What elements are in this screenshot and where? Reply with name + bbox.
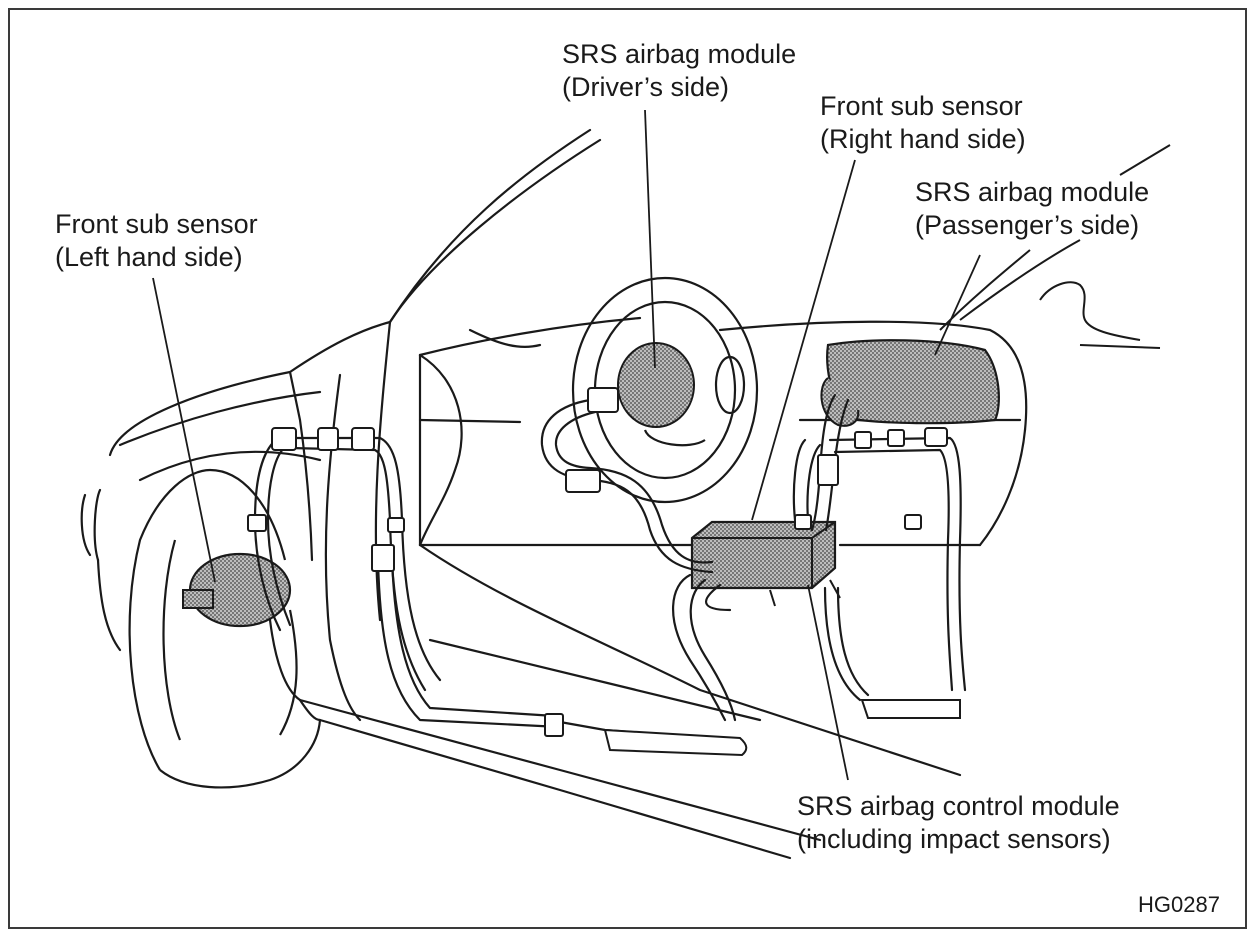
figure-frame	[8, 8, 1247, 929]
harness-connectors	[247, 387, 961, 757]
label-front-sub-sensor-right: Front sub sensor (Right hand side)	[820, 90, 1026, 156]
label-srs-control-module: SRS airbag control module (including imp…	[797, 790, 1120, 856]
label-passenger-line1: SRS airbag module	[915, 177, 1150, 207]
label-driver-line1: SRS airbag module	[562, 39, 797, 69]
label-front-right-line1: Front sub sensor	[820, 91, 1023, 121]
leader-lines	[152, 109, 981, 781]
label-front-right-line2: (Right hand side)	[820, 124, 1026, 154]
label-front-left-line2: (Left hand side)	[55, 242, 243, 272]
front-sub-sensor-left	[182, 552, 292, 628]
figure-code: HG0287	[1138, 892, 1220, 917]
label-driver-airbag-module: SRS airbag module (Driver’s side)	[562, 38, 796, 104]
label-passenger-line2: (Passenger’s side)	[915, 210, 1140, 240]
label-control-line2: (including impact sensors)	[797, 824, 1111, 854]
label-front-left-line1: Front sub sensor	[55, 209, 258, 239]
srs-control-module	[690, 520, 841, 607]
windshield-lines	[939, 144, 1171, 349]
label-passenger-airbag-module: SRS airbag module (Passenger’s side)	[915, 176, 1149, 242]
front-wheel	[128, 468, 322, 789]
label-control-line1: SRS airbag control module	[797, 791, 1120, 821]
driver-airbag-module	[617, 342, 695, 428]
passenger-airbag-module	[820, 339, 1000, 427]
label-driver-line2: (Driver’s side)	[562, 72, 730, 102]
label-front-sub-sensor-left: Front sub sensor (Left hand side)	[55, 208, 258, 274]
